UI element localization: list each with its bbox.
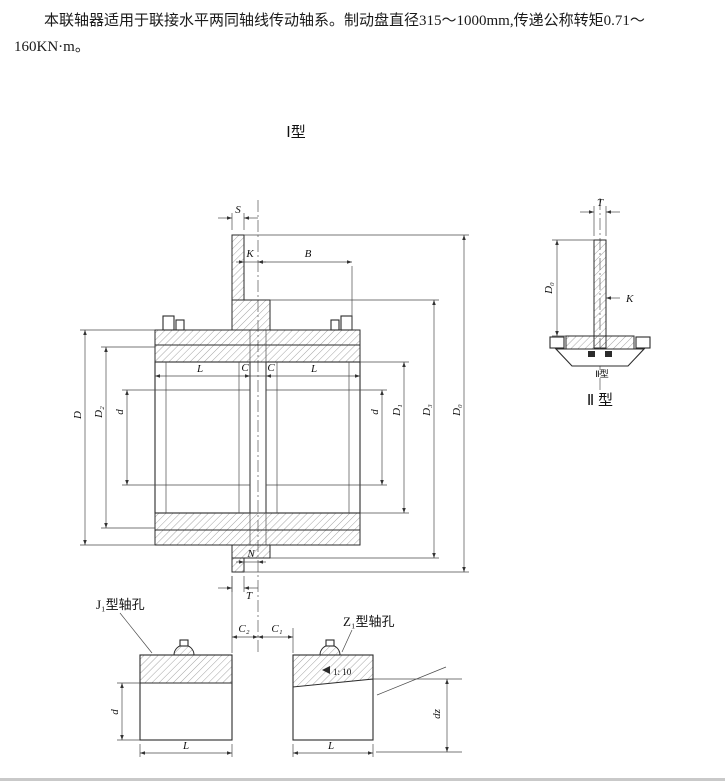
dim-d-right: d xyxy=(360,389,387,486)
taper-annotation: 1: 10 xyxy=(322,666,447,696)
z1-leader xyxy=(341,629,353,653)
dim-d-j1: d xyxy=(109,682,140,741)
dim-label-d-left: d xyxy=(114,409,126,415)
type1-main-view: Ⅰ型 xyxy=(72,124,469,653)
dim-K-type2: K xyxy=(606,293,634,305)
j1-hole-view: J₁型轴孔 d L xyxy=(96,597,233,757)
dim-label-D0-type2: D₀ xyxy=(543,282,555,295)
dim-d-left: d xyxy=(114,389,155,486)
dim-label-D0: D₀ xyxy=(451,404,463,417)
dim-D2: D₂ xyxy=(93,346,155,529)
dim-N: N xyxy=(236,548,266,564)
taper-label: 1: 10 xyxy=(333,667,352,677)
dim-label-L-z1: L xyxy=(327,740,334,752)
dim-label-T-main: T xyxy=(246,590,253,602)
j1-leader xyxy=(119,612,153,654)
dim-L-z1: L xyxy=(292,740,374,757)
dim-label-D1: D₁ xyxy=(391,404,403,417)
dim-L-j1: L xyxy=(139,740,233,757)
dim-D0-main: D₀ xyxy=(244,234,469,573)
dim-label-C-left: C xyxy=(241,362,249,374)
dim-label-L-j1: L xyxy=(182,740,189,752)
brake-disc-top xyxy=(231,234,271,331)
dim-T-type2: T xyxy=(580,197,620,236)
dim-label-D3: D₃ xyxy=(421,404,433,417)
dim-label-K: K xyxy=(245,248,254,260)
type1-caption: Ⅰ型 xyxy=(286,124,305,141)
page-bottom-border xyxy=(0,778,725,781)
dim-label-L-right: L xyxy=(310,363,317,375)
type2-view: T D₀ K Ⅱ型 xyxy=(543,197,651,409)
dim-label-dz: dz xyxy=(431,708,443,719)
type2-brake-disc xyxy=(593,239,607,349)
dim-D: D xyxy=(72,329,155,546)
dim-label-C1: C₁ xyxy=(271,623,282,635)
dim-label-K-type2: K xyxy=(625,293,634,305)
dim-C2-C1: C₂ C₁ xyxy=(231,576,294,653)
dim-dz: dz xyxy=(373,678,462,753)
dim-D0-type2: D₀ xyxy=(543,239,594,337)
dim-label-d-right: d xyxy=(369,409,381,415)
dim-label-B: B xyxy=(305,248,312,260)
dim-label-C2: C₂ xyxy=(238,623,249,635)
intro-line-1: 本联轴器适用于联接水平两同轴线传动轴系。制动盘直径315～1000mm,传递公称… xyxy=(44,13,645,29)
flange-bolts xyxy=(162,315,353,331)
dim-D1: D₁ xyxy=(360,361,409,514)
dim-label-d-j1: d xyxy=(109,709,121,715)
intro-line-2: 160KN·m。 xyxy=(14,39,90,56)
dim-S: S xyxy=(218,204,258,230)
j1-caption: J₁型轴孔 xyxy=(96,597,145,612)
dim-label-L-left: L xyxy=(196,363,203,375)
flange-bands xyxy=(154,329,361,546)
dim-label-D2: D₂ xyxy=(93,406,105,419)
type2-caption: Ⅱ 型 xyxy=(587,392,613,409)
z1-part xyxy=(292,639,374,741)
j1-part xyxy=(139,639,233,741)
dim-label-T-type2: T xyxy=(597,197,604,209)
dim-B: B xyxy=(258,248,353,330)
z1-caption: Z₁型轴孔 xyxy=(343,614,394,629)
dim-label-S: S xyxy=(235,204,241,216)
type2-small-label: Ⅱ型 xyxy=(595,369,608,379)
intro-paragraph: 本联轴器适用于联接水平两同轴线传动轴系。制动盘直径315～1000mm,传递公称… xyxy=(14,8,714,61)
dim-LCCL: L C C L xyxy=(155,362,360,378)
z1-hole-view: Z₁型轴孔 1: 10 L xyxy=(292,614,462,757)
coupling-hubs xyxy=(154,330,361,545)
dim-label-D: D xyxy=(72,411,84,420)
type2-clamp xyxy=(549,335,651,367)
dim-D3: D₃ xyxy=(270,299,439,559)
dim-label-C-right: C xyxy=(267,362,275,374)
dim-T-main: T xyxy=(218,576,258,602)
dim-label-N: N xyxy=(246,548,255,560)
